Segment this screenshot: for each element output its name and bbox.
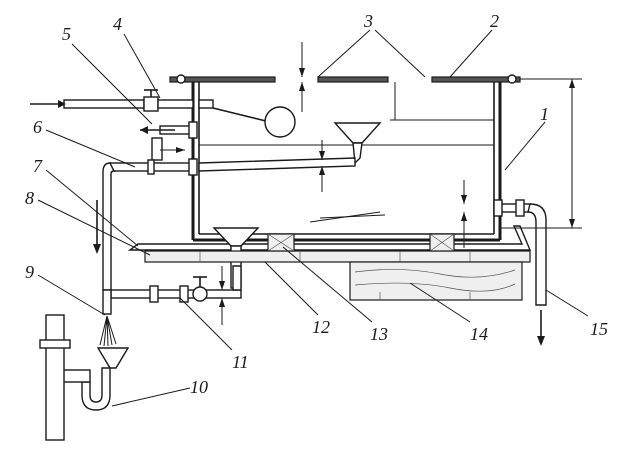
drain-flange [149, 285, 159, 303]
bolt-right [507, 74, 517, 84]
float-valve-body [198, 99, 214, 109]
leader-3b [374, 29, 426, 78]
dim-arrow [461, 195, 467, 204]
callout-11: 11 [232, 352, 249, 372]
cover-plate-right [431, 76, 521, 83]
leader-14 [409, 282, 471, 323]
platform-board [144, 250, 531, 263]
block-hatch [267, 233, 295, 252]
outflow-arrow-head [537, 336, 545, 346]
overflow-funnel [333, 122, 382, 144]
dim-arrow [299, 68, 305, 77]
callout-10: 10 [190, 377, 208, 397]
callout-13: 13 [370, 324, 388, 344]
dim-arrow [319, 166, 325, 175]
outlet-flange [188, 121, 198, 139]
drain-riser-right [232, 265, 242, 291]
callout-9: 9 [25, 262, 34, 282]
leader-lines [37, 29, 589, 407]
cover-plate-middle [317, 76, 389, 83]
cover-plates [169, 74, 521, 84]
callout-14: 14 [470, 324, 488, 344]
beam-grain [354, 282, 516, 292]
siphon-outlet [61, 369, 91, 383]
leader-12 [264, 261, 319, 316]
leader-13 [282, 246, 373, 323]
overflow-coupling [147, 159, 155, 175]
leader-3a [317, 29, 371, 78]
sewer-stack [45, 314, 65, 441]
right-outlet-pipe [499, 203, 531, 213]
float-ball [264, 106, 296, 138]
leader-7 [45, 169, 139, 247]
callout-4: 4 [113, 14, 122, 34]
callout-15: 15 [590, 319, 608, 339]
leader-10 [111, 387, 191, 407]
drain-riser [102, 162, 116, 291]
block-hatch [429, 233, 455, 252]
beam-body [349, 261, 523, 301]
dim-arrow [461, 212, 467, 221]
siphon-funnel [96, 347, 130, 369]
stack-collar [39, 339, 71, 349]
dim-arrow [299, 82, 305, 91]
right-flange-inner [493, 199, 503, 217]
leader-6 [45, 129, 136, 168]
callout-12: 12 [312, 317, 330, 337]
outlet-valve-body [151, 137, 163, 161]
platform [144, 233, 531, 263]
right-drain-pipe [527, 203, 547, 306]
overflow-flange [188, 158, 198, 176]
leader-1 [504, 121, 546, 171]
dim-arrow [319, 151, 325, 160]
callout-2: 2 [490, 11, 499, 31]
inflow-arrow-head [58, 100, 66, 108]
leader-2 [449, 29, 493, 78]
dimension-lines [160, 42, 582, 325]
water-spray [99, 315, 117, 347]
inlet-pipe-inner [157, 99, 194, 109]
valve-body [143, 96, 159, 112]
drain-pipe-horizontal [110, 289, 242, 299]
overflow-pipe-run [198, 157, 356, 172]
leader-9 [37, 274, 106, 316]
dim-arrow [569, 79, 575, 88]
overflow-pipe [93, 122, 382, 291]
callout-1: 1 [540, 104, 549, 124]
drain-valve [192, 286, 208, 302]
outlet-pipe [140, 121, 198, 161]
float-valve [30, 89, 296, 138]
callouts: 1 2 3 4 5 6 7 8 9 10 11 12 13 14 15 [25, 11, 608, 397]
dim-arrow [219, 298, 225, 307]
drain-line [102, 265, 242, 315]
downflow-arrow-head [93, 244, 101, 254]
tray-pan [127, 225, 532, 251]
right-drain [493, 199, 547, 346]
drain-down-pipe [102, 289, 112, 315]
timber-beam [349, 261, 523, 301]
dim-arrow [219, 281, 225, 290]
callout-7: 7 [33, 156, 43, 176]
beam-grain [354, 269, 516, 278]
leader-5 [71, 43, 153, 125]
bolt-left [176, 74, 186, 84]
leader-8 [37, 199, 151, 256]
cover-plate-left [169, 76, 276, 83]
leader-11 [179, 297, 233, 351]
callout-6: 6 [33, 117, 42, 137]
siphon [39, 314, 130, 441]
float-lever [212, 107, 271, 123]
dim-arrow [569, 219, 575, 228]
right-flange-outer [515, 199, 525, 217]
outlet-arrow-head [140, 126, 148, 134]
leader-4 [123, 33, 161, 99]
dim-arrow [176, 147, 185, 153]
callout-5: 5 [62, 24, 71, 44]
callout-3: 3 [363, 11, 373, 31]
sediment-mark-b [319, 214, 386, 219]
callout-8: 8 [25, 188, 34, 208]
leader-15 [545, 289, 589, 317]
